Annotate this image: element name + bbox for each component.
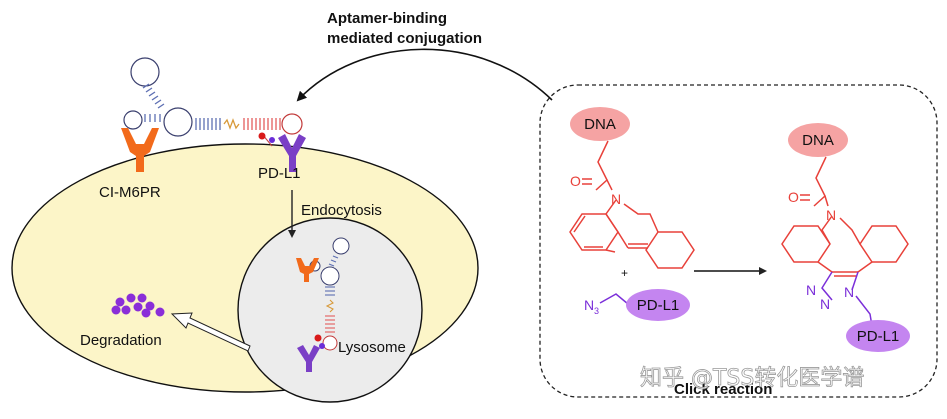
triazole-n-2: N xyxy=(820,296,830,312)
degradation-label: Degradation xyxy=(80,332,162,349)
product-carbonyl-o: O xyxy=(788,189,799,205)
pd-l1-label: PD-L1 xyxy=(258,165,301,182)
reactant-pdl1-text: PD-L1 xyxy=(637,297,680,314)
title-line-1: Aptamer-binding xyxy=(327,10,447,27)
conjugation-arrow xyxy=(296,48,553,102)
product-amide-n: N xyxy=(826,207,836,223)
azide-subscript: 3 xyxy=(594,306,599,316)
ci-m6pr-label: CI-M6PR xyxy=(99,184,161,201)
plus-sign: + xyxy=(621,266,628,280)
click-reaction-box xyxy=(539,84,938,398)
ci-m6pr-receptor xyxy=(121,128,159,172)
title-line-2: mediated conjugation xyxy=(327,30,482,47)
azide-n: N xyxy=(584,297,594,313)
degradation-arrow xyxy=(170,312,251,352)
pd-l1-receptor xyxy=(278,134,306,172)
dbco-dna-reactant: DNA O N xyxy=(569,107,695,269)
triazole-n-3: N xyxy=(844,284,854,300)
azide-pdl1-reactant: N 3 PD-L1 xyxy=(584,289,690,321)
reactant-carbonyl-o: O xyxy=(570,173,581,189)
product-pdl1-text: PD-L1 xyxy=(857,328,900,345)
triazole-n-1: N xyxy=(806,282,816,298)
aptamer-chimera xyxy=(123,57,303,147)
triazole-product: DNA O N N N N PD-L1 xyxy=(781,123,910,352)
degraded-fragments xyxy=(111,293,165,318)
lysosome-cargo xyxy=(296,237,350,372)
lysosome-label: Lysosome xyxy=(338,339,406,356)
reactant-dna-text: DNA xyxy=(584,116,616,133)
watermark: 知乎 @TSS转化医学谱 xyxy=(640,366,864,391)
click-reaction-label: Click reaction xyxy=(674,381,772,398)
product-dna-text: DNA xyxy=(802,132,834,149)
endocytosis-label: Endocytosis xyxy=(301,202,382,219)
reactant-amide-n: N xyxy=(611,191,621,207)
lysosome xyxy=(237,217,423,403)
